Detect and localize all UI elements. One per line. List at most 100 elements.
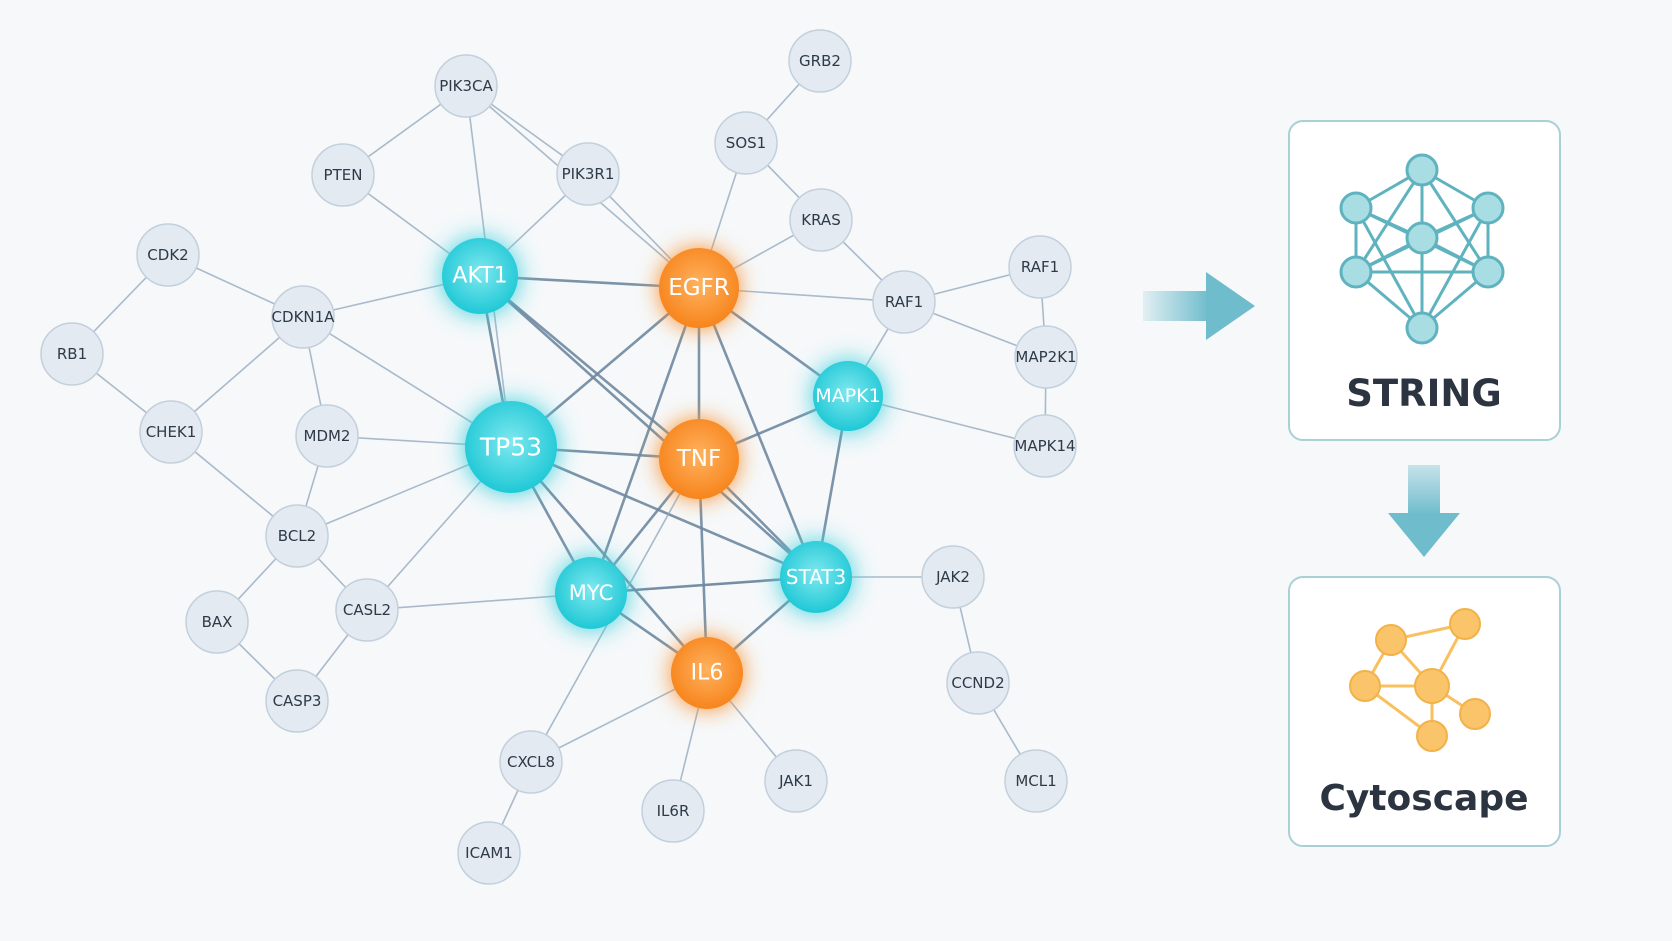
node-label: PTEN [324,166,363,184]
node-egfr[interactable]: EGFR [659,248,739,328]
hub-circle [442,238,518,314]
hub-circle [465,401,557,493]
flow-arrow-down [1388,465,1460,557]
node-label: CXCL8 [507,753,555,771]
node-circle [1008,235,1072,299]
edge-egfr-stat3 [697,287,818,578]
node-circle [1014,325,1078,389]
node-label: KRAS [801,211,840,229]
node-circle [295,404,359,468]
node-label: TNF [676,446,721,472]
node-mapk1[interactable]: MAPK1 [813,361,883,431]
node-label: JAK1 [778,772,813,790]
node-circle [434,54,498,118]
node-label: PIK3CA [439,77,493,95]
node-grb2[interactable]: GRB2 [788,29,852,93]
node-cdkn1a[interactable]: CDKN1A [271,285,336,349]
node-akt1[interactable]: AKT1 [442,238,518,314]
node-circle [457,821,521,885]
node-mapk14[interactable]: MAPK14 [1013,414,1077,478]
node-mcl1[interactable]: MCL1 [1004,749,1068,813]
node-label: CASP3 [273,692,322,710]
node-circle [271,285,335,349]
edge-akt1-stat3 [479,275,817,578]
node-label: CASL2 [343,601,391,619]
node-casp3[interactable]: CASP3 [265,669,329,733]
node-circle [1013,414,1077,478]
node-cxcl8[interactable]: CXCL8 [499,730,563,794]
node-label: PIK3R1 [562,165,615,183]
node-bax[interactable]: BAX [185,590,249,654]
node-label: MAP2K1 [1015,348,1076,366]
node-label: CDKN1A [272,308,336,326]
node-label: RAF1 [885,293,923,311]
edge-egfr-myc [589,287,701,594]
node-icam1[interactable]: ICAM1 [457,821,521,885]
node-circle [136,223,200,287]
node-label: CHEK1 [146,423,197,441]
edge-akt1-tnf [479,275,700,460]
hub-circle [671,637,743,709]
node-label: CCND2 [951,674,1004,692]
node-il6[interactable]: IL6 [671,637,743,709]
cytoscape-panel[interactable]: Cytoscape [1288,576,1561,847]
node-pten[interactable]: PTEN [311,143,375,207]
edge-tp53-il6 [510,446,708,674]
node-label: ICAM1 [465,844,513,862]
string-panel[interactable]: STRING [1288,120,1561,441]
node-rb1[interactable]: RB1 [40,322,104,386]
node-stat3[interactable]: STAT3 [780,541,852,613]
node-mdm2[interactable]: MDM2 [295,404,359,468]
node-label: RB1 [57,345,87,363]
node-circle [499,730,563,794]
node-pik3ca[interactable]: PIK3CA [434,54,498,118]
node-label: RAF1 [1021,258,1059,276]
hub-circle [780,541,852,613]
node-jak2[interactable]: JAK2 [921,545,985,609]
node-circle [139,400,203,464]
string-label: STRING [1346,372,1501,415]
node-label: MCL1 [1015,772,1056,790]
node-casl2[interactable]: CASL2 [335,578,399,642]
node-circle [921,545,985,609]
hub-circle [555,557,627,629]
node-sos1[interactable]: SOS1 [714,111,778,175]
node-il6r[interactable]: IL6R [641,779,705,843]
node-circle [764,749,828,813]
node-label: MYC [569,581,613,605]
node-circle [789,188,853,252]
cytoscape-label: Cytoscape [1319,778,1528,819]
node-label: MAPK1 [815,385,880,407]
edge-myc-stat3 [590,575,817,595]
node-circle [872,270,936,334]
node-circle [556,142,620,206]
node-label: EGFR [668,275,730,301]
node-circle [265,504,329,568]
node-label: SOS1 [726,134,766,152]
node-raf1b[interactable]: RAF1 [872,270,936,334]
node-cdk2[interactable]: CDK2 [136,223,200,287]
node-circle [714,111,778,175]
node-circle [265,669,329,733]
node-label: GRB2 [799,52,841,70]
node-circle [40,322,104,386]
node-map2k1[interactable]: MAP2K1 [1014,325,1078,389]
node-ccnd2[interactable]: CCND2 [946,651,1010,715]
hub-circle [659,248,739,328]
node-chek1[interactable]: CHEK1 [139,400,203,464]
node-pik3r1[interactable]: PIK3R1 [556,142,620,206]
node-raf1a[interactable]: RAF1 [1008,235,1072,299]
node-circle [1004,749,1068,813]
node-label: BAX [202,613,233,631]
node-bcl2[interactable]: BCL2 [265,504,329,568]
node-tp53[interactable]: TP53 [465,401,557,493]
node-label: JAK2 [935,568,970,586]
node-circle [311,143,375,207]
node-circle [946,651,1010,715]
node-jak1[interactable]: JAK1 [764,749,828,813]
node-tnf[interactable]: TNF [659,419,739,499]
hub-circle [813,361,883,431]
node-kras[interactable]: KRAS [789,188,853,252]
node-myc[interactable]: MYC [555,557,627,629]
